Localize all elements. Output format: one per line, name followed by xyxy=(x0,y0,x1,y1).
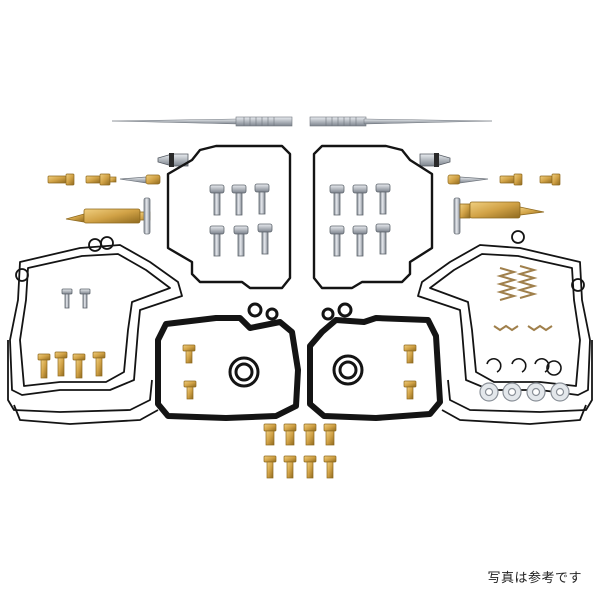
main-jets-center xyxy=(182,344,417,400)
o-rings-center xyxy=(228,302,364,388)
needle-jet-left xyxy=(65,197,151,235)
screw-set-left xyxy=(209,183,273,257)
bowl-gasket-center-left xyxy=(155,315,301,421)
brass-jets-left xyxy=(47,173,161,186)
reference-photo-caption: 写真は参考です xyxy=(487,571,582,586)
pilot-jets-left xyxy=(37,351,106,379)
float-bowl-gasket-right xyxy=(312,144,434,290)
wing-gasket-left xyxy=(7,236,183,425)
wing-gasket-right xyxy=(417,230,593,425)
screw-set-right xyxy=(329,183,391,257)
needle-jet-right xyxy=(453,197,545,235)
float-bowl-gasket-left xyxy=(166,144,292,290)
bowl-gasket-center-right xyxy=(307,315,443,421)
brass-jets-right xyxy=(447,173,561,186)
float-needle-valve-left xyxy=(157,153,189,167)
o-rings-right xyxy=(486,358,562,376)
jet-needle-left xyxy=(111,116,293,127)
washers-right xyxy=(479,382,570,402)
springs-right xyxy=(493,265,553,332)
jet-needle-right xyxy=(309,116,493,127)
brass-jets-bottom xyxy=(263,423,337,479)
float-needle-valve-right xyxy=(419,153,451,167)
small-screws-left xyxy=(61,288,91,309)
